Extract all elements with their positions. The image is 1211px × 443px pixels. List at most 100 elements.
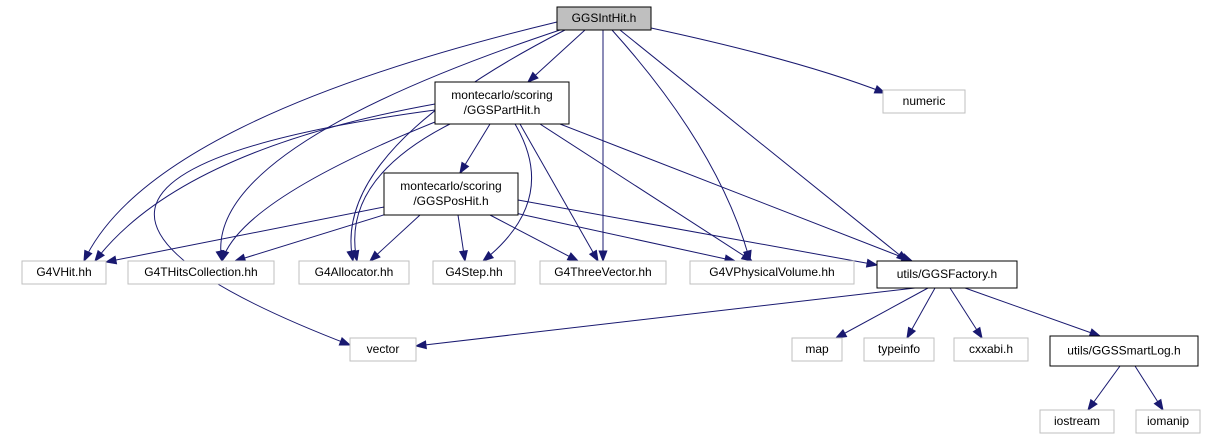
node-label: G4VPhysicalVolume.hh <box>709 265 834 279</box>
node-ggsposhit[interactable]: montecarlo/scoring/GGSPosHit.h <box>383 172 519 216</box>
edge-arrowhead <box>414 340 427 350</box>
edge-arrowhead <box>1087 398 1098 412</box>
node-g4thitscollection: G4THitsCollection.hh <box>127 260 275 285</box>
edge-arrowhead <box>459 161 470 175</box>
node-ggsfactory[interactable]: utils/GGSFactory.h <box>876 260 1018 289</box>
edge-ggsposhit-to-g4vhit <box>104 206 385 265</box>
node-ggsinthit[interactable]: GGSIntHit.h <box>556 6 652 31</box>
node-box <box>539 260 667 285</box>
node-box <box>882 89 966 114</box>
edge-ggsfactory-to-typeinfo <box>906 287 936 340</box>
edge-ggsparthit-to-ggsposhit <box>459 123 491 175</box>
node-box <box>298 260 410 285</box>
node-label: cxxabi.h <box>969 342 1013 356</box>
edge-ggsposhit-to-g4allocator <box>368 214 421 262</box>
node-label: GGSIntHit.h <box>572 11 637 25</box>
node-box <box>127 260 275 285</box>
edge-ggsfactory-to-vector <box>414 287 916 350</box>
edge-line <box>835 287 929 339</box>
node-typeinfo: typeinfo <box>863 337 935 362</box>
node-label: numeric <box>903 94 946 108</box>
edge-ggsparthit-to-g4threevector <box>519 123 599 263</box>
edge-ggsparthit-to-g4thitscollection <box>220 119 441 263</box>
edge-ggssmartlog-to-iomanip <box>1134 365 1164 412</box>
node-ggssmartlog[interactable]: utils/GGSSmartLog.h <box>1049 335 1199 367</box>
edge-arrowhead <box>1088 328 1102 337</box>
node-box <box>791 337 843 362</box>
edge-arrowhead <box>94 249 105 263</box>
node-g4vphysicalvolume: G4VPhysicalVolume.hh <box>689 260 855 285</box>
edge-arrowhead <box>458 249 468 263</box>
edge-arrowhead <box>350 249 360 263</box>
edge-line <box>83 21 558 262</box>
node-label: montecarlo/scoring <box>400 179 501 193</box>
node-ggsparthit[interactable]: montecarlo/scoring/GGSPartHit.h <box>434 81 570 125</box>
edge-arrowhead <box>834 329 848 339</box>
edge-line <box>369 214 421 262</box>
edge-arrowhead <box>865 258 879 268</box>
node-label: G4ThreeVector.hh <box>554 265 651 279</box>
edge-line <box>221 119 441 262</box>
node-box <box>1039 409 1115 434</box>
edge-line <box>964 287 1101 337</box>
node-label: map <box>805 342 829 356</box>
node-box <box>349 337 417 362</box>
node-label: /GGSPosHit.h <box>413 194 488 208</box>
edge-ggsinthit-to-ggsparthit <box>526 29 586 83</box>
edge-ggsposhit-to-g4threevector <box>489 214 580 262</box>
edge-line <box>105 206 385 263</box>
node-cxxabi: cxxabi.h <box>953 337 1029 362</box>
node-box <box>432 260 516 285</box>
node-box <box>876 260 1018 289</box>
edge-line <box>153 109 436 346</box>
node-box <box>556 6 652 31</box>
node-box <box>1049 335 1199 367</box>
edge-line <box>220 29 561 262</box>
node-label: utils/GGSFactory.h <box>897 267 997 281</box>
node-g4allocator: G4Allocator.hh <box>298 260 410 285</box>
edge-line <box>517 199 878 266</box>
edge-ggsposhit-to-g4vphysicalvolume <box>514 212 737 264</box>
node-box <box>863 337 935 362</box>
edge-ggsinthit-to-g4threevector <box>598 30 608 263</box>
node-box <box>383 172 519 216</box>
edge-ggsposhit-to-g4step <box>457 214 468 263</box>
node-label: iomanip <box>1147 414 1189 428</box>
edge-arrowhead <box>598 250 608 263</box>
node-box <box>1135 409 1201 434</box>
edge-arrowhead <box>104 255 118 265</box>
edge-ggsparthit-to-g4vphysicalvolume <box>539 123 754 262</box>
edge-line <box>234 212 391 262</box>
edge-line <box>650 27 886 94</box>
edge-ggsinthit-to-g4thitscollection <box>215 29 561 263</box>
node-g4vhit: G4VHit.hh <box>21 260 107 285</box>
node-label: /GGSPartHit.h <box>464 103 541 117</box>
node-box <box>21 260 107 285</box>
edge-arrowhead <box>972 326 983 340</box>
edge-arrowhead <box>481 250 495 262</box>
edge-arrowhead <box>566 252 580 262</box>
edge-ggsparthit-to-g4vhit <box>94 103 436 263</box>
edge-ggsfactory-to-map <box>834 287 929 339</box>
edge-line <box>489 214 579 262</box>
node-box <box>434 81 570 125</box>
node-iomanip: iomanip <box>1135 409 1201 434</box>
edge-line <box>482 123 533 262</box>
node-numeric: numeric <box>882 89 966 114</box>
edge-arrowhead <box>873 84 887 94</box>
node-label: G4Step.hh <box>445 265 502 279</box>
edge-line <box>350 29 566 262</box>
edge-line <box>354 123 451 262</box>
node-g4step: G4Step.hh <box>432 260 516 285</box>
edge-ggsfactory-to-ggssmartlog <box>964 287 1102 337</box>
edge-arrowhead <box>906 326 917 340</box>
edge-arrowhead <box>368 250 381 262</box>
edge-line <box>514 212 736 262</box>
edge-arrowhead <box>588 249 599 263</box>
edge-ggsinthit-to-g4vphysicalvolume <box>611 29 752 263</box>
edge-ggsparthit-to-g4step <box>481 123 533 262</box>
edge-arrowhead <box>1153 398 1164 412</box>
node-label: montecarlo/scoring <box>451 88 552 102</box>
edge-ggsinthit-to-numeric <box>650 27 887 94</box>
